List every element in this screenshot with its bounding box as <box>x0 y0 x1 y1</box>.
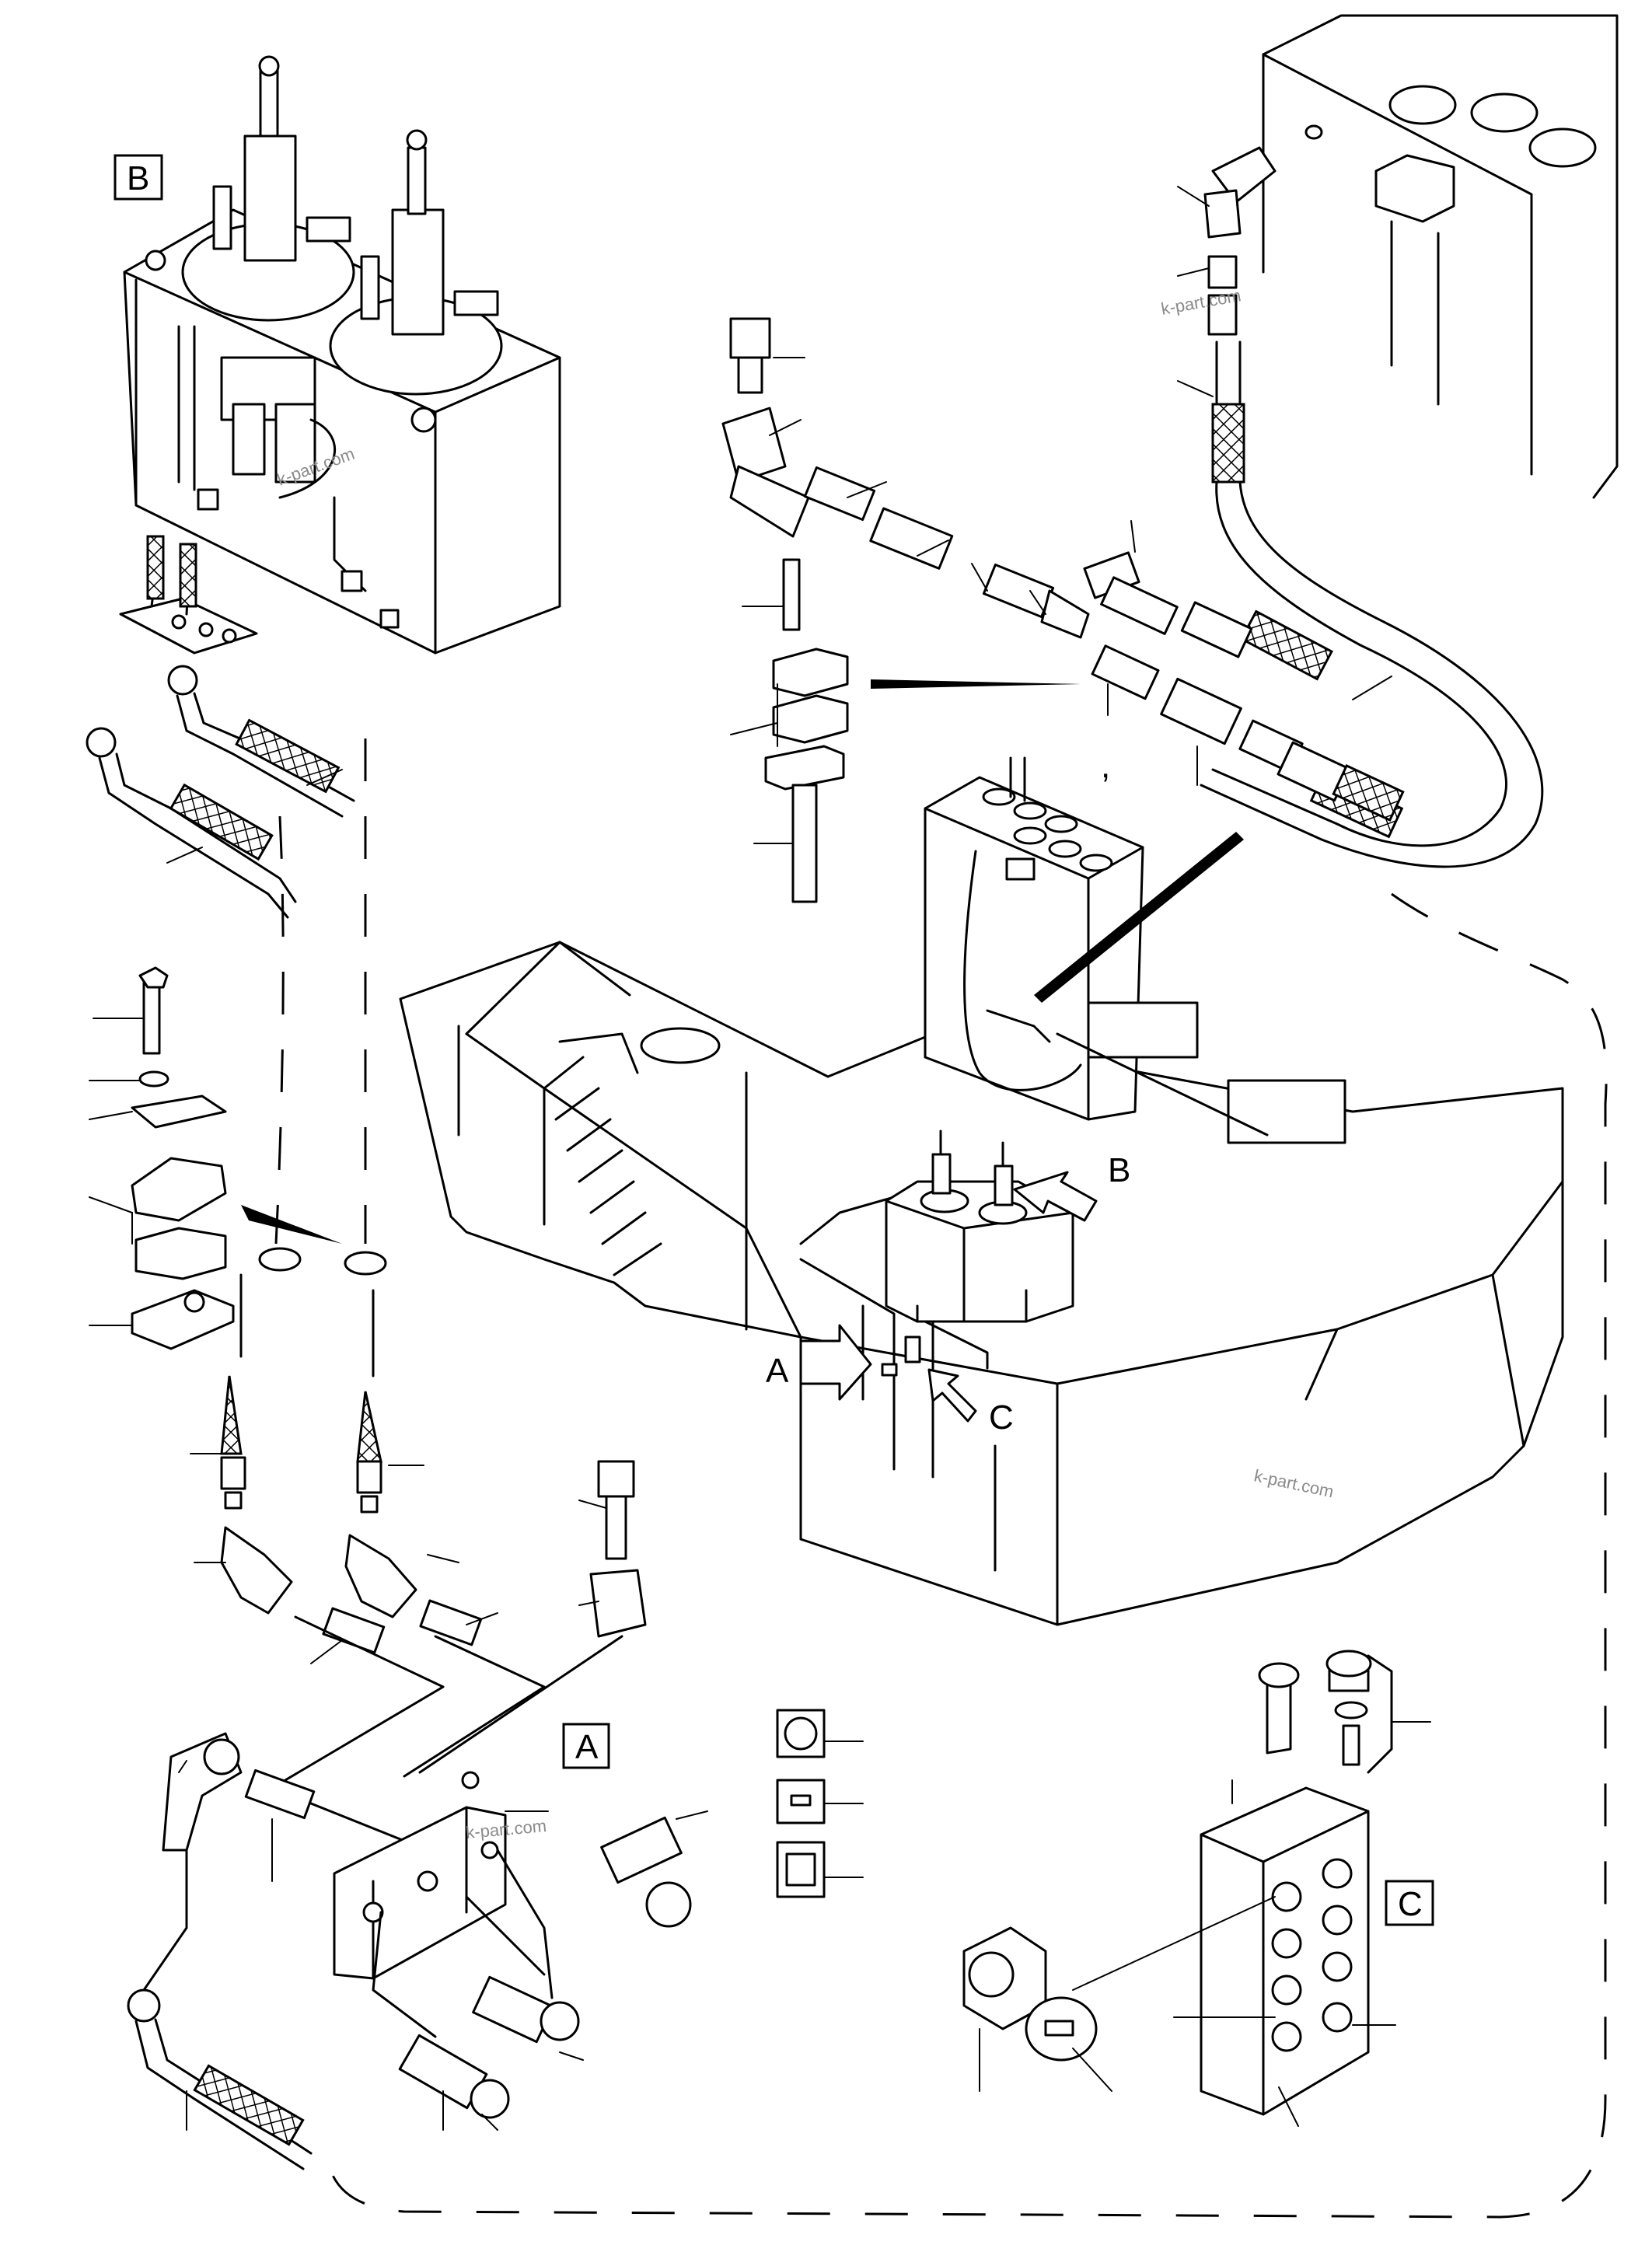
watermark-3: k-part.com <box>1252 1465 1336 1501</box>
detail-label-a: A <box>575 1728 599 1766</box>
decal-stickers <box>776 1709 826 1898</box>
leader-lines <box>89 186 1431 2131</box>
stray-comma: , <box>1101 747 1110 785</box>
view-label-a: A <box>766 1352 789 1390</box>
view-arrow-a <box>799 1324 872 1401</box>
machine-body <box>399 941 1564 1626</box>
mini-tank-assembly <box>885 1130 1074 1323</box>
left-clamp-set <box>131 966 387 1350</box>
detail-b-tank-assembly <box>86 55 561 919</box>
detail-a-assembly <box>127 1273 692 2170</box>
top-right-hose-assembly <box>721 146 1544 1003</box>
detail-label-b: B <box>127 159 149 197</box>
hydraulic-tank-rear <box>924 756 1346 1144</box>
view-arrow-c <box>927 1368 977 1423</box>
view-arrow-b <box>1013 1171 1098 1222</box>
detail-label-b-box <box>114 154 163 201</box>
view-label-b: B <box>1108 1151 1130 1189</box>
detail-label-a-box <box>562 1723 610 1769</box>
hydraulic-tank-top-right <box>1262 14 1619 499</box>
dashed-connection-lines <box>274 738 1608 2219</box>
view-label-c: C <box>989 1398 1014 1437</box>
detail-label-c-box <box>1385 1880 1434 1926</box>
detail-label-c: C <box>1398 1885 1423 1923</box>
detail-c-control-box <box>962 1650 1393 2116</box>
